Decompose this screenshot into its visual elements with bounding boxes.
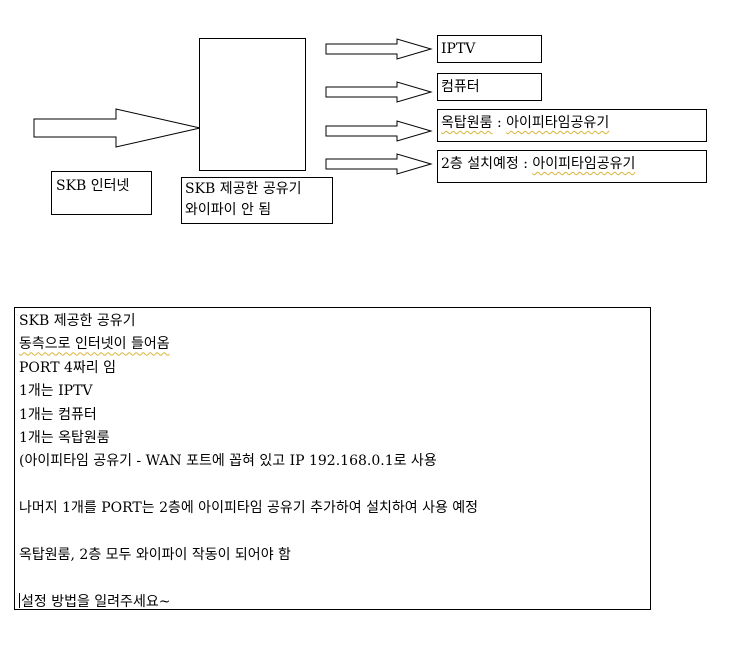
note-box[interactable]: SKB 제공한 공유기 동측으로 인터넷이 들어옴 PORT 4짜리 임 1개는… [14, 307, 651, 610]
note-line-text: 동측으로 인터넷이 들어옴 [19, 336, 170, 353]
note-line: 옥탑원룸, 2층 모두 와이파이 작동이 되어야 함 [19, 546, 291, 563]
note-line: 1개는 컴퓨터 [19, 406, 97, 423]
note-line: 1개는 옥탑원룸 [19, 429, 110, 446]
note-line: 1개는 IPTV [19, 383, 93, 400]
router-label-line2: 와이파이 안 됨 [185, 202, 272, 218]
note-line [19, 521, 646, 544]
second-floor-box: 2층 설치예정 : 아이피타임공유기 [437, 150, 707, 183]
note-line [19, 474, 646, 497]
text-cursor [19, 592, 20, 608]
router-box [199, 38, 306, 171]
router-label-line1: SKB 제공한 공유기 [185, 181, 302, 197]
iptv-box: IPTV [437, 35, 542, 63]
iptv-arrow [325, 38, 433, 60]
computer-box: 컴퓨터 [437, 73, 542, 101]
rooftop-label-sep: : [492, 115, 507, 131]
second-floor-label-prefix: 2층 설치예정 : [441, 156, 533, 172]
rooftop-arrow [325, 120, 433, 142]
router-label-box: SKB 제공한 공유기 와이파이 안 됨 [181, 177, 333, 224]
internet-input-arrow [33, 108, 201, 148]
note-line [19, 567, 646, 590]
internet-label: SKB 인터넷 [56, 178, 130, 194]
computer-arrow [325, 81, 433, 103]
note-line-text: 설정 방법을 일려주세요~ [21, 593, 171, 610]
internet-box: SKB 인터넷 [51, 171, 152, 215]
rooftop-label-router: 아이피타임공유기 [506, 115, 610, 131]
note-line: PORT 4짜리 임 [19, 359, 116, 376]
rooftop-box: 옥탑원룸 : 아이피타임공유기 [437, 109, 707, 142]
note-line: 동측으로 인터넷이 들어옴 [19, 333, 646, 356]
note-line: (아이피타임 공유기 - WAN 포트에 꼽혀 있고 IP 192.168.0.… [19, 453, 437, 470]
note-line: SKB 제공한 공유기 [19, 313, 136, 329]
second-floor-label-router: 아이피타임공유기 [532, 156, 636, 172]
iptv-label: IPTV [441, 41, 476, 57]
note-line: 설정 방법을 일려주세요~ [19, 591, 646, 614]
note-line: 나머지 1개를 PORT는 2층에 아이피타임 공유기 추가하여 설치하여 사용… [19, 500, 479, 517]
second-floor-arrow [325, 153, 433, 175]
computer-label: 컴퓨터 [441, 79, 480, 95]
rooftop-label-room: 옥탑원룸 [441, 115, 493, 131]
